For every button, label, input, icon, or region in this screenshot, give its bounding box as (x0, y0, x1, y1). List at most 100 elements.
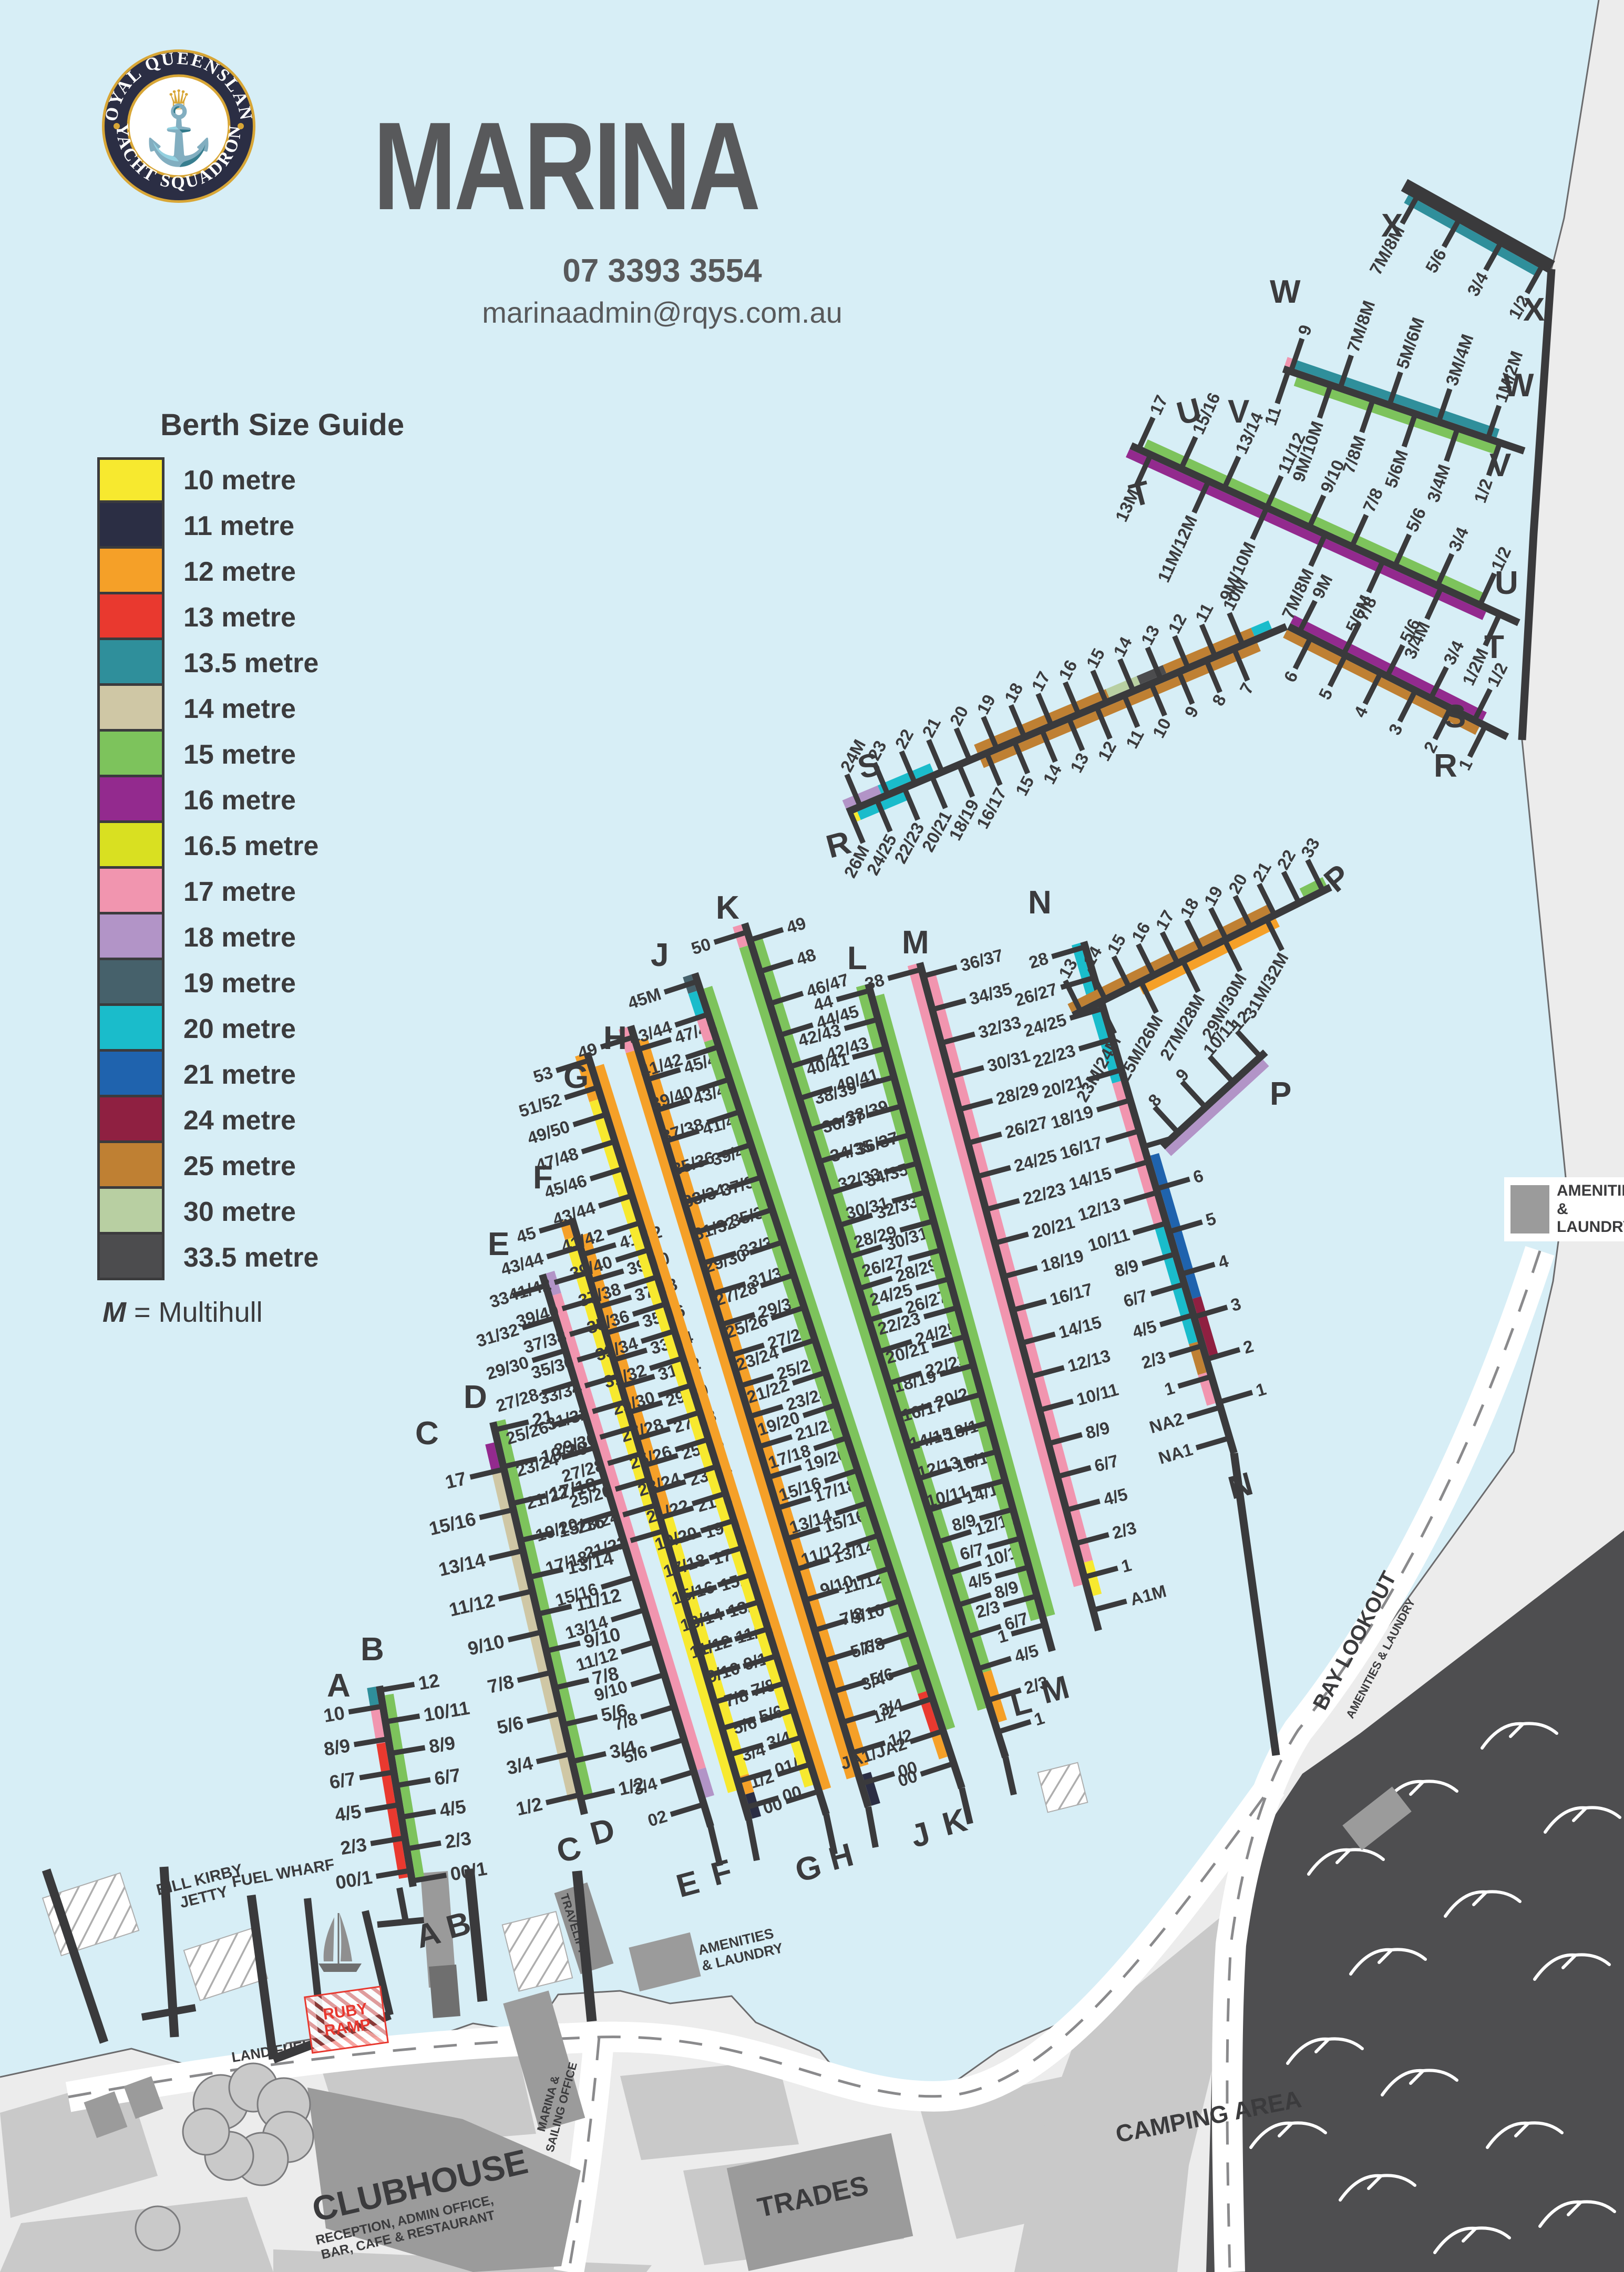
legend-note-m: M (102, 1297, 126, 1328)
legend-swatch (97, 686, 165, 732)
pier-letter-S: S (1444, 698, 1466, 735)
pier-letter-X: X (1523, 292, 1545, 328)
berth-label: 2/3 (338, 1833, 368, 1859)
pier-letter-B: B (361, 1631, 384, 1668)
clubhouse-building (307, 2088, 581, 2272)
pier-letter-C: C (415, 1415, 439, 1452)
legend-label: 17 metre (183, 876, 296, 907)
berth-label: 2/3 (443, 1827, 473, 1853)
legend-item: 13 metre (97, 594, 476, 640)
legend-swatch (97, 1189, 165, 1235)
berth-label: 4/5 (333, 1800, 363, 1826)
legend-label: 33.5 metre (183, 1242, 319, 1273)
legend-swatch (97, 732, 165, 777)
legend-item: 24 metre (97, 1097, 476, 1143)
legend-label: 13 metre (183, 602, 296, 633)
legend-label: 10 metre (183, 465, 296, 496)
legend-label: 30 metre (183, 1196, 296, 1227)
legend-swatch (97, 1097, 165, 1143)
page-title: MARINA (373, 97, 761, 236)
legend-note: M = Multihull (102, 1296, 476, 1329)
pier-letter-T: T (1484, 629, 1504, 665)
legend-label: 16 metre (183, 785, 296, 816)
berth-label: 6/7 (433, 1763, 462, 1790)
legend-swatch (97, 823, 165, 869)
road-centerlines (68, 1250, 1541, 2272)
berth-label: 4/5 (438, 1795, 468, 1822)
legend-label: 11 metre (183, 510, 295, 541)
pier-letter-V: V (1489, 447, 1512, 484)
pier-letter-R: R (1434, 748, 1457, 784)
pier-letter-P: P (1270, 1076, 1292, 1112)
berth-size-legend: Berth Size Guide 10 metre 11 metre 12 metr… (97, 407, 476, 1329)
pier-letter-G: G (563, 1059, 589, 1095)
pier-letter-A: A (327, 1668, 351, 1704)
pier-letter-U: U (1495, 565, 1518, 601)
legend-rows: 10 metre 11 metre 12 metre 13 metre 13.5 met… (97, 457, 476, 1280)
legend-label: 24 metre (183, 1105, 296, 1136)
pier-letter-F: F (533, 1159, 553, 1196)
pier-letter-N: N (1028, 885, 1052, 921)
legend-label: 12 metre (183, 556, 296, 587)
legend-item: 30 metre (97, 1189, 476, 1235)
legend-swatch (97, 1143, 165, 1189)
anchor-icon: ⚓ (143, 102, 215, 168)
legend-item: 21 metre (97, 1052, 476, 1097)
legend-swatch (97, 960, 165, 1006)
berth-label: 8/9 (322, 1734, 352, 1761)
legend-item: 11 metre (97, 503, 476, 549)
amenities-building-icon (1510, 1185, 1549, 1233)
trees (135, 2062, 314, 2252)
legend-swatch (97, 869, 165, 914)
buildings (84, 1786, 1412, 2272)
sailboat-icon (318, 1913, 362, 1972)
legend-item: 12 metre (97, 549, 476, 594)
email-address: marinaadmin@rqys.com.au (482, 296, 842, 329)
pier-letter-W: W (1270, 274, 1301, 310)
hatched-areas (42, 1762, 1088, 2001)
legend-swatch (97, 594, 165, 640)
legend-swatch (97, 914, 165, 960)
legend-item: 16 metre (97, 777, 476, 823)
legend-label: 16.5 metre (183, 830, 319, 861)
legend-swatch (97, 777, 165, 823)
legend-label: 14 metre (183, 693, 296, 724)
legend-label: 15 metre (183, 739, 296, 770)
pier-letter-X: X (1381, 208, 1403, 244)
seawall (1518, 269, 1556, 741)
pier-letter-K: K (716, 890, 739, 926)
legend-item: 16.5 metre (97, 823, 476, 869)
pier-letter-V: V (1228, 394, 1250, 430)
legend-swatch (97, 640, 165, 686)
legend-swatch (97, 1235, 165, 1280)
pier-letter-D: D (464, 1379, 487, 1415)
legend-item: 25 metre (97, 1143, 476, 1189)
marina-office-building (503, 1990, 585, 2131)
legend-swatch (97, 549, 165, 594)
pier-letter-E: E (488, 1226, 510, 1262)
trades-building (726, 2133, 913, 2271)
crown-icon: ♛ (167, 85, 191, 116)
legend-item: 33.5 metre (97, 1235, 476, 1280)
legend-swatch (97, 1006, 165, 1052)
berth-label: 12 (416, 1669, 441, 1694)
bay-water (1206, 1530, 1624, 2272)
pier-letter-W: W (1503, 367, 1534, 404)
legend-label: 19 metre (183, 968, 296, 999)
legend-item: 13.5 metre (97, 640, 476, 686)
berth-label: 10 (322, 1701, 346, 1726)
legend-label: 18 metre (183, 922, 296, 953)
legend-item: 14 metre (97, 686, 476, 732)
legend-item: 19 metre (97, 960, 476, 1006)
legend-item: 15 metre (97, 732, 476, 777)
pier-letter-H: H (603, 1020, 627, 1056)
berth-label: 8/9 (427, 1732, 457, 1758)
legend-label: 13.5 metre (183, 647, 319, 678)
legend-item: 20 metre (97, 1006, 476, 1052)
legend-swatch (97, 457, 165, 503)
legend-title: Berth Size Guide (160, 408, 405, 442)
legend-swatch (97, 1052, 165, 1097)
